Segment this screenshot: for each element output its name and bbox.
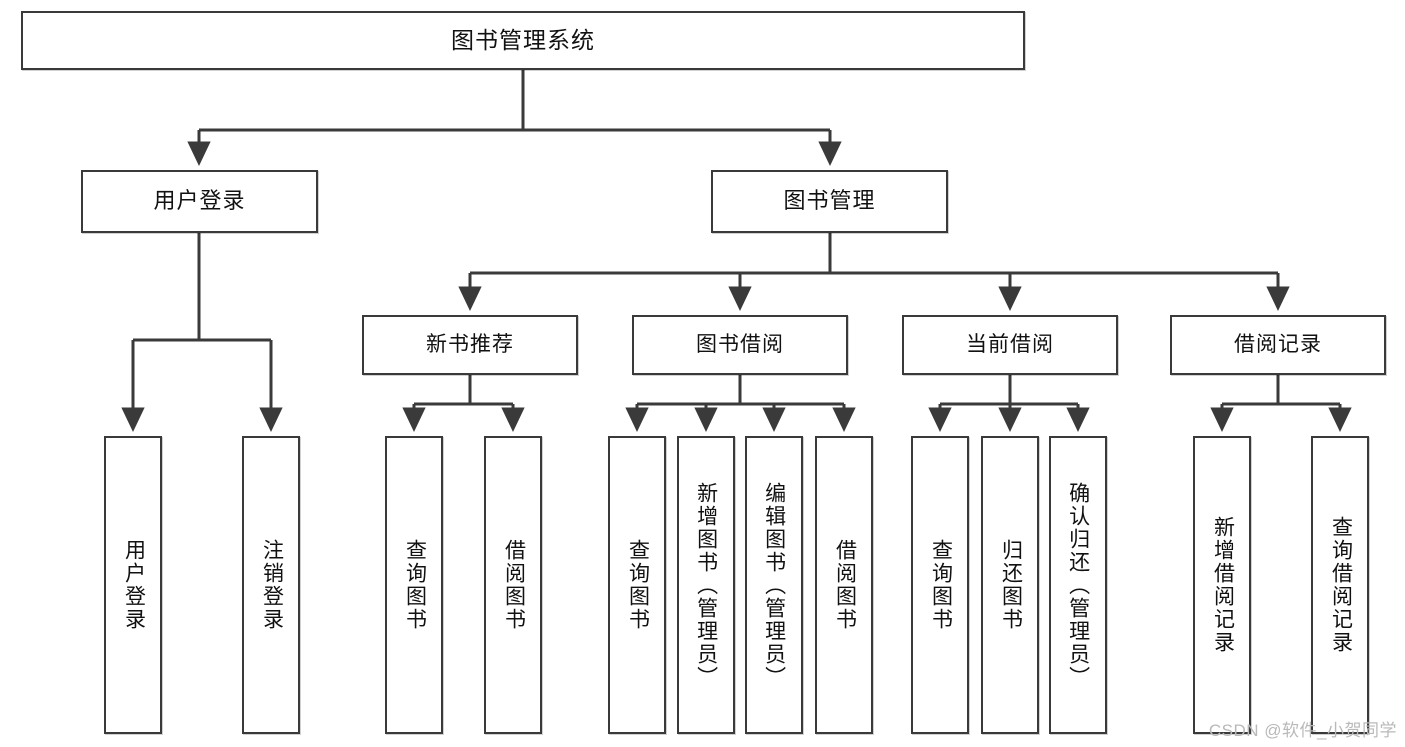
node-current-borrow[interactable]: 当前借阅 xyxy=(902,315,1118,375)
leaf-borrow-book-1-label: 借阅图书 xyxy=(502,539,526,631)
leaf-borrow-book-2-label: 借阅图书 xyxy=(833,539,857,631)
node-book-borrow-label: 图书借阅 xyxy=(696,333,784,357)
node-borrow-record-label: 借阅记录 xyxy=(1234,333,1322,357)
leaf-logout-login-label: 注销登录 xyxy=(260,539,284,631)
leaf-logout-login[interactable]: 注销登录 xyxy=(242,436,300,734)
node-book-management-label: 图书管理 xyxy=(783,188,876,214)
node-new-book-recommend[interactable]: 新书推荐 xyxy=(362,315,578,375)
node-new-book-recommend-label: 新书推荐 xyxy=(426,333,514,357)
leaf-edit-book-label: 编辑图书（管理员） xyxy=(762,481,786,689)
leaf-edit-book[interactable]: 编辑图书（管理员） xyxy=(745,436,803,734)
leaf-add-record[interactable]: 新增借阅记录 xyxy=(1193,436,1251,734)
leaf-query-book-3[interactable]: 查询图书 xyxy=(911,436,969,734)
node-root[interactable]: 图书管理系统 xyxy=(21,11,1025,70)
node-book-borrow[interactable]: 图书借阅 xyxy=(632,315,848,375)
leaf-query-record-label: 查询借阅记录 xyxy=(1329,516,1353,654)
leaf-confirm-return[interactable]: 确认归还（管理员） xyxy=(1049,436,1107,734)
leaf-user-login-label: 用户登录 xyxy=(122,539,146,631)
leaf-query-book-3-label: 查询图书 xyxy=(929,539,953,631)
node-book-management[interactable]: 图书管理 xyxy=(711,170,948,233)
node-borrow-record[interactable]: 借阅记录 xyxy=(1170,315,1386,375)
node-root-label: 图书管理系统 xyxy=(451,26,595,53)
leaf-query-book-2-label: 查询图书 xyxy=(626,539,650,631)
leaf-add-record-label: 新增借阅记录 xyxy=(1211,516,1235,654)
leaf-query-book-2[interactable]: 查询图书 xyxy=(608,436,666,734)
node-current-borrow-label: 当前借阅 xyxy=(966,333,1054,357)
leaf-query-record[interactable]: 查询借阅记录 xyxy=(1311,436,1369,734)
leaf-query-book-1-label: 查询图书 xyxy=(403,539,427,631)
node-user-login[interactable]: 用户登录 xyxy=(81,170,318,233)
watermark: CSDN @软件_小贺同学 xyxy=(1208,721,1397,740)
leaf-confirm-return-label: 确认归还（管理员） xyxy=(1066,481,1090,689)
node-user-login-label: 用户登录 xyxy=(153,188,246,214)
leaf-borrow-book-2[interactable]: 借阅图书 xyxy=(815,436,873,734)
leaf-return-book-label: 归还图书 xyxy=(999,539,1023,631)
leaf-user-login[interactable]: 用户登录 xyxy=(104,436,162,734)
leaf-return-book[interactable]: 归还图书 xyxy=(981,436,1039,734)
leaf-add-book[interactable]: 新增图书（管理员） xyxy=(677,436,735,734)
leaf-query-book-1[interactable]: 查询图书 xyxy=(385,436,443,734)
leaf-borrow-book-1[interactable]: 借阅图书 xyxy=(484,436,542,734)
leaf-add-book-label: 新增图书（管理员） xyxy=(694,481,718,689)
